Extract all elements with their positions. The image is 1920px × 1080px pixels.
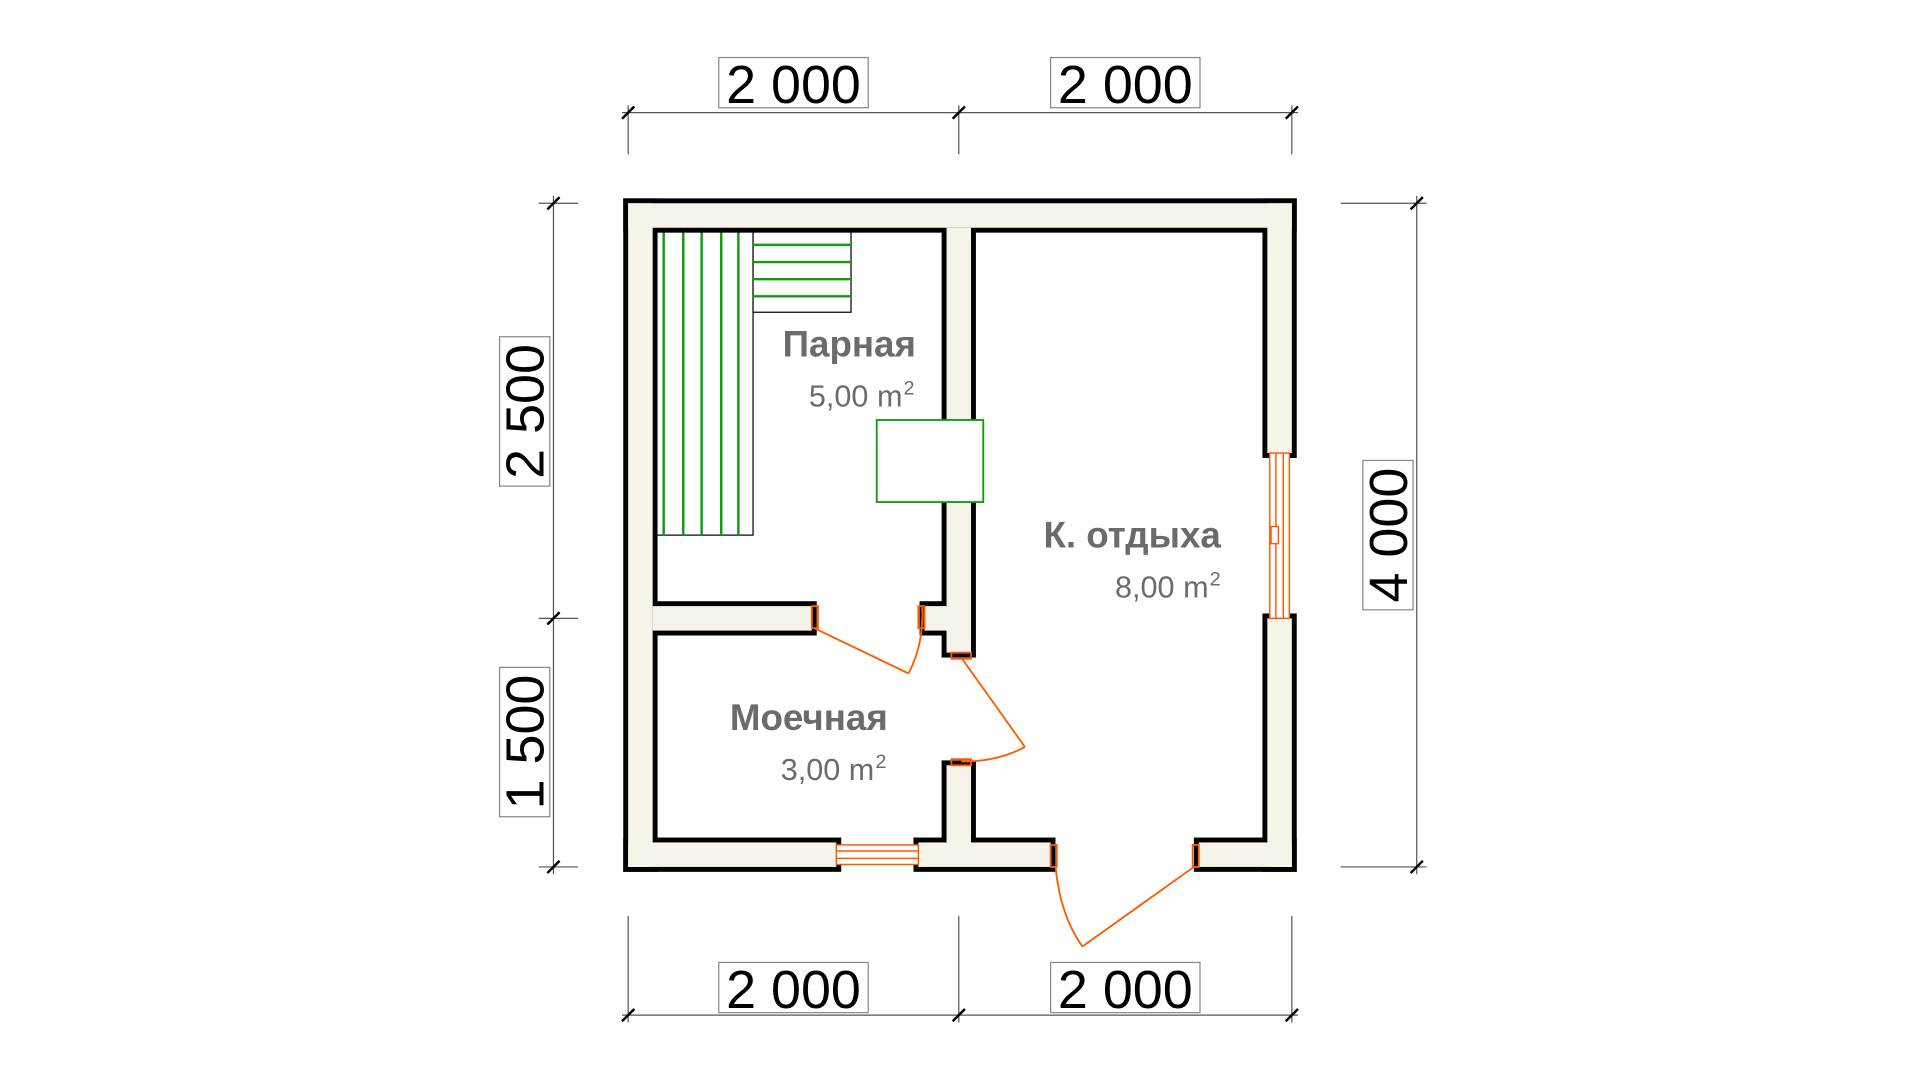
area-unit-sup: 2 bbox=[1210, 568, 1221, 590]
window-bottom bbox=[835, 844, 920, 866]
room-label-moechnaya: Моечная bbox=[730, 697, 888, 738]
bench-upper bbox=[752, 227, 852, 313]
dim-bottom-right: 2 000 bbox=[1058, 960, 1193, 1020]
room-area-moechnaya: 3,00 m bbox=[781, 753, 875, 787]
area-unit-sup: 2 bbox=[876, 751, 887, 773]
dim-top-left: 2 000 bbox=[726, 55, 861, 115]
bench-vertical bbox=[652, 227, 754, 536]
dim-left-bottom: 1 500 bbox=[496, 675, 556, 810]
dim-top-right: 2 000 bbox=[1058, 55, 1193, 115]
dimension-labels: 2 000 2 000 2 000 2 000 2 500 1 500 4 00… bbox=[496, 55, 1419, 1020]
doors bbox=[810, 605, 1200, 948]
stove bbox=[875, 419, 985, 503]
room-label-parnaya: Парная bbox=[783, 323, 916, 364]
dim-bottom-left: 2 000 bbox=[726, 960, 861, 1020]
area-unit-sup: 2 bbox=[904, 377, 915, 399]
walls bbox=[628, 203, 1292, 867]
dim-right: 4 000 bbox=[1359, 468, 1419, 603]
room-area-parnaya: 5,00 m bbox=[809, 380, 903, 414]
room-label-lounge: К. отдыха bbox=[1043, 514, 1221, 555]
dim-left-top: 2 500 bbox=[496, 344, 556, 479]
dimension-ticks bbox=[546, 105, 1424, 1023]
room-area-lounge: 8,00 m bbox=[1115, 571, 1209, 605]
window-right bbox=[1269, 452, 1291, 620]
